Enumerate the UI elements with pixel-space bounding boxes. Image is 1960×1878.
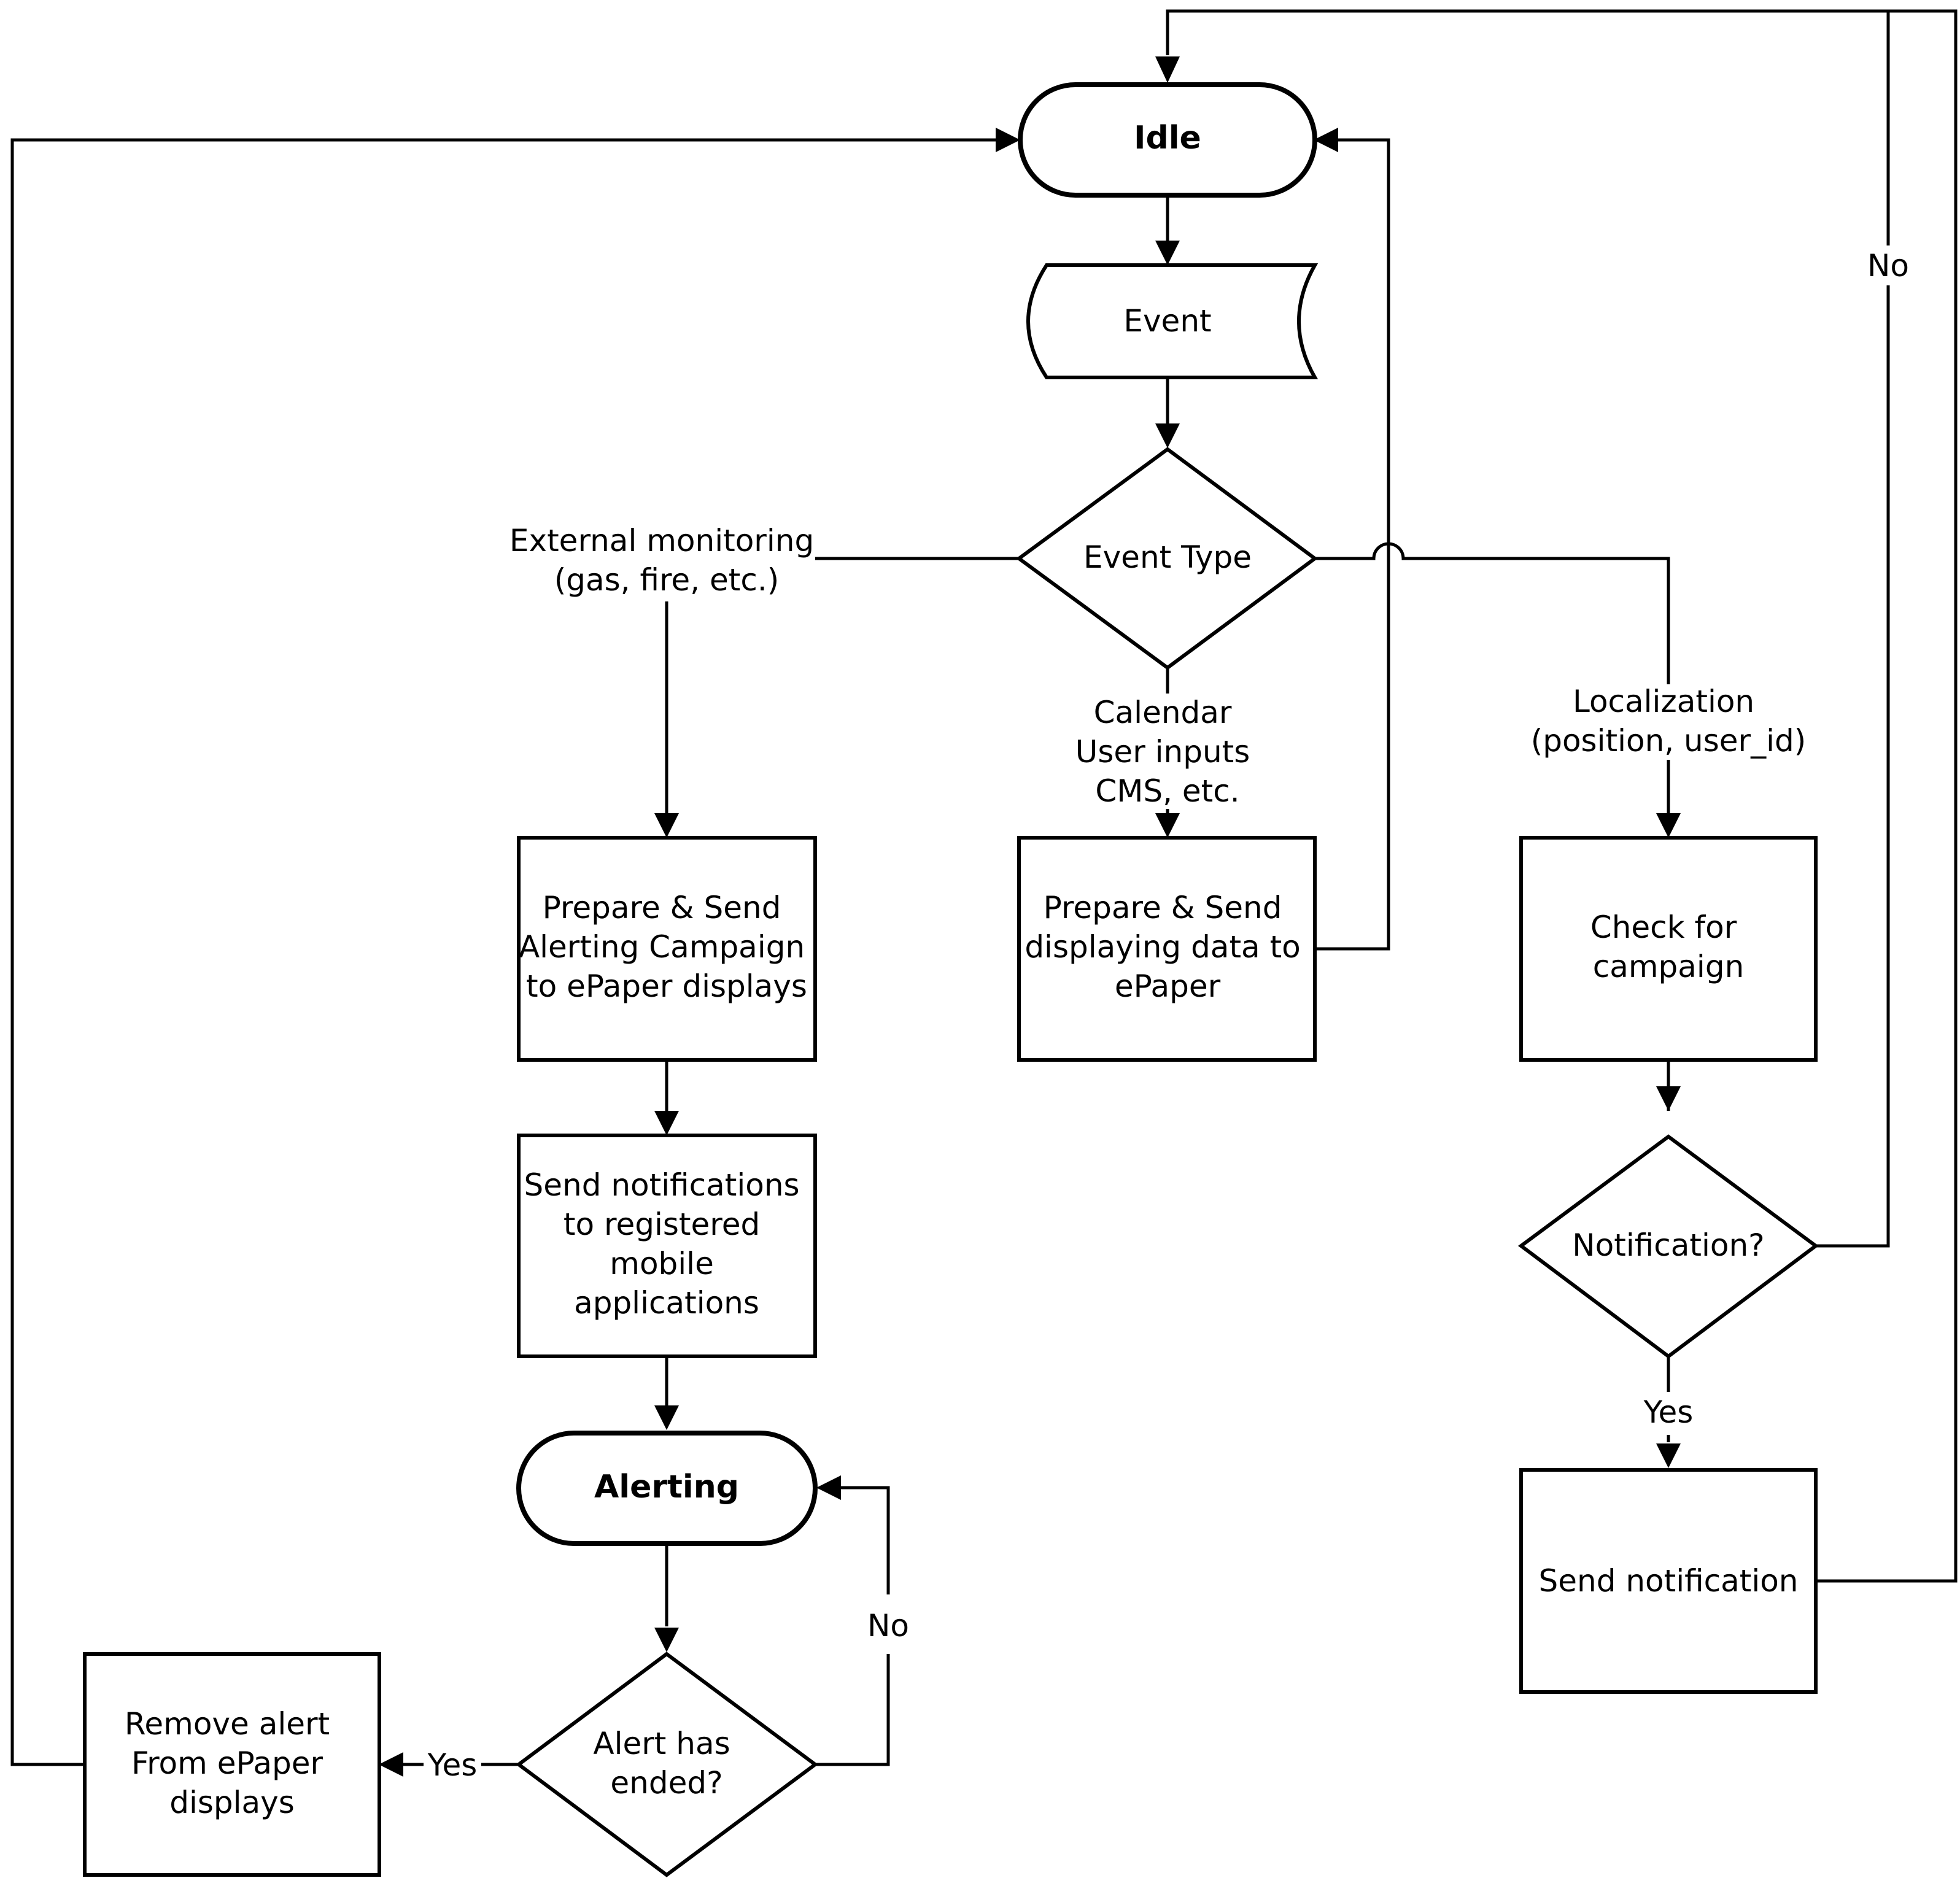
notification-no-label: No	[1867, 248, 1909, 284]
arrowhead-into-event	[1155, 241, 1180, 265]
alerting-terminator[interactable]	[516, 1431, 818, 1546]
connectors	[10, 9, 1958, 1766]
localization-label: Localization (position, user_id)	[1531, 684, 1807, 759]
arrowhead-into-eventtype	[1155, 423, 1180, 448]
external-monitoring-label: External monitoring (gas, fire, etc.)	[509, 523, 824, 598]
arrowhead-into-notification	[1656, 1086, 1681, 1111]
arrowheads	[379, 56, 1681, 1777]
remove-alert-box[interactable]	[83, 1652, 381, 1877]
prepare-alert-label: Prepare & Send Alerting Campaign to ePap…	[519, 890, 815, 1004]
check-campaign-label: Check for campaign	[1590, 910, 1746, 984]
event-shape[interactable]	[1026, 263, 1319, 379]
idle-label: Idle	[1134, 120, 1201, 156]
send-notifications-box[interactable]	[517, 1134, 817, 1358]
calendar-label: Calendar User inputs CMS, etc.	[1075, 695, 1260, 809]
event-type-decision[interactable]	[1015, 447, 1319, 670]
send-notification-box[interactable]	[1519, 1468, 1818, 1694]
edge-send-notification-idle	[1816, 9, 1958, 1583]
edge-labels: External monitoring (gas, fire, etc.) Ca…	[427, 248, 1909, 1783]
arrowhead-into-prepare-data	[1155, 813, 1180, 838]
edge-notification-no	[1816, 285, 1890, 1248]
edge-alert-no-alerting	[840, 1486, 890, 1594]
alert-ended-decision[interactable]	[515, 1652, 819, 1877]
notification-yes-label: Yes	[1643, 1394, 1694, 1430]
arrowhead-into-check-campaign	[1656, 813, 1681, 838]
prepare-data-label: Prepare & Send displaying data to ePaper	[1025, 890, 1310, 1004]
check-campaign-box[interactable]	[1519, 836, 1818, 1062]
arrowhead-into-prepare-alert	[654, 813, 679, 838]
alert-yes-label: Yes	[427, 1747, 478, 1783]
arrowhead-into-alert-ended	[654, 1628, 679, 1652]
arrowhead-into-idle-right	[1314, 128, 1338, 152]
arrowhead-into-alerting-side	[816, 1475, 841, 1500]
alert-no-label: No	[867, 1608, 909, 1644]
arrowhead-into-idle-left	[996, 128, 1020, 152]
arrowhead-into-send-notifications	[654, 1111, 679, 1135]
notification-question-label: Notification?	[1572, 1227, 1764, 1263]
idle-terminator[interactable]	[1018, 82, 1317, 198]
edge-no-idle	[1166, 9, 1890, 245]
arrowhead-into-remove-alert	[379, 1752, 403, 1777]
notification-decision[interactable]	[1517, 1134, 1819, 1359]
remove-alert-label: Remove alert From ePaper displays	[125, 1706, 339, 1820]
alert-ended-label: Alert has ended?	[593, 1726, 740, 1801]
send-notifications-label: Send notifications to registered mobile …	[524, 1167, 810, 1321]
node-labels: Idle Event Event Type Prepare & Send Ale…	[125, 120, 1799, 1820]
send-notification-label: Send notification	[1539, 1563, 1799, 1599]
edge-alert-ended-no	[815, 1654, 890, 1766]
event-type-label: Event Type	[1083, 539, 1252, 575]
edge-prepare-data-idle	[1315, 138, 1390, 951]
edge-remove-alert-idle	[10, 138, 999, 1766]
shapes	[83, 82, 1819, 1877]
edge-eventtype-localization	[1315, 542, 1670, 684]
prepare-data-box[interactable]	[1017, 836, 1317, 1062]
arrowhead-into-send-notification	[1656, 1443, 1681, 1468]
prepare-alert-box[interactable]	[517, 836, 817, 1062]
arrowhead-into-alerting	[654, 1405, 679, 1430]
arrowhead-into-idle-top	[1155, 56, 1180, 83]
event-label: Event	[1123, 303, 1211, 339]
alerting-label: Alerting	[594, 1469, 739, 1505]
